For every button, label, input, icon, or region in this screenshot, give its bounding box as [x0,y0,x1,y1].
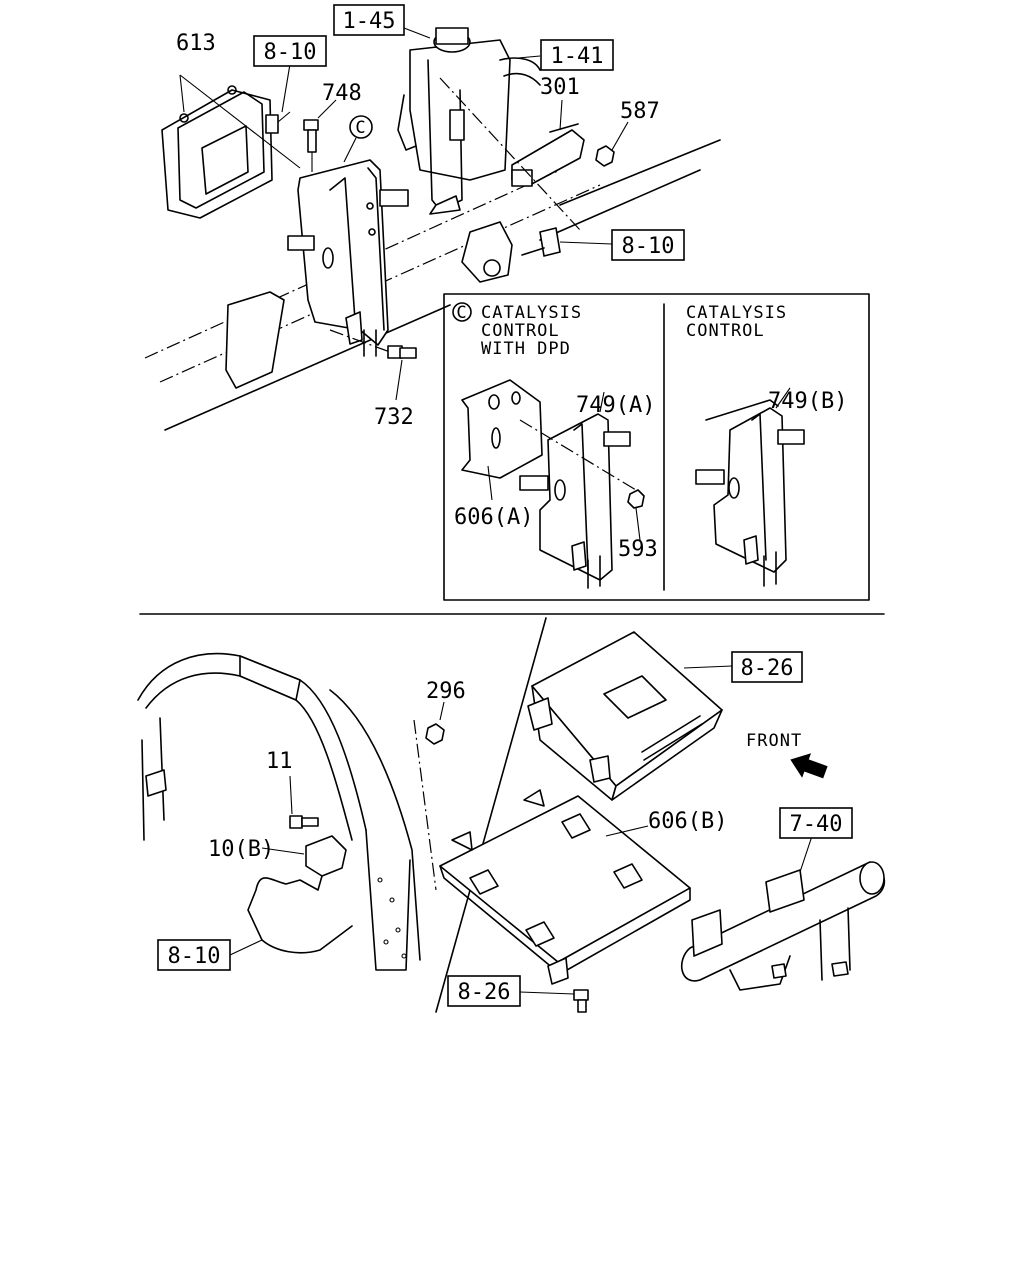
control-unit-8-26 [527,631,733,801]
frame-arch [137,652,421,971]
inset-box [443,293,870,601]
part-296: 296 [426,679,466,704]
inset-right-title-1: CATALYSIS [686,303,787,323]
part-593: 593 [618,537,658,562]
ref-box-8-10-b [611,229,685,261]
nut-296 [413,701,445,891]
ref-8-26-a: 8-26 [741,656,794,681]
part-749a: 749(A) [576,393,655,418]
ref-8-10-b: 8-10 [622,234,675,259]
sensor-301 [511,99,629,187]
ref-box-1-41 [540,39,614,71]
connector-8-10-top [265,63,291,134]
inset-left-title-2: CONTROL [481,321,560,341]
diagonal-separator [435,617,547,1013]
ref-box-8-10-a [253,35,327,67]
ref-box-8-10-c [157,939,231,971]
connector-8-10-right [439,77,613,257]
bolt-748 [303,99,337,172]
part-748: 748 [322,81,362,106]
ref-8-10-c: 8-10 [168,944,221,969]
ref-7-40: 7-40 [790,812,843,837]
part-749b: 749(B) [768,389,847,414]
bracket-606a [461,379,543,501]
part-732: 732 [374,405,414,430]
marker-c-main-letter: C [355,118,366,138]
ref-box-8-26-b [447,975,521,1007]
inset-left-title-1: CATALYSIS [481,303,582,323]
part-10b: 10(B) [208,837,274,862]
ref-1-41: 1-41 [551,44,604,69]
crossmember-7-40 [681,835,886,991]
bracket-749 [287,159,409,357]
front-arrow-icon [790,753,828,779]
bolt-8-26 [519,989,589,1013]
ecu-module-613 [161,74,301,219]
bolt-732 [329,329,417,401]
inset-left-title-3: WITH DPD [481,339,571,359]
ref-box-8-26-a [731,651,803,683]
marker-c-inset [452,302,472,322]
sensor-10b [247,835,353,954]
tray-606b [439,789,691,985]
part-606b: 606(B) [648,809,727,834]
front-label: FRONT [746,731,802,751]
marker-c-inset-letter: C [456,303,467,323]
inset-right-title-2: CONTROL [686,321,765,341]
part-606a: 606(A) [454,505,533,530]
ref-1-45: 1-45 [343,9,396,34]
ref-8-26-b: 8-26 [458,980,511,1005]
bracket-749a [519,391,645,589]
part-613: 613 [176,31,216,56]
urea-tank-assembly [397,27,541,215]
part-301: 301 [540,75,580,100]
ref-8-10-a: 8-10 [264,40,317,65]
bracket-749b [695,387,805,587]
part-11: 11 [266,749,293,774]
frame-rail [144,139,721,431]
part-587: 587 [620,99,660,124]
bolt-11 [289,775,319,829]
marker-c-main [349,115,373,139]
ref-box-7-40 [779,807,853,839]
ref-box-1-45 [333,4,405,36]
